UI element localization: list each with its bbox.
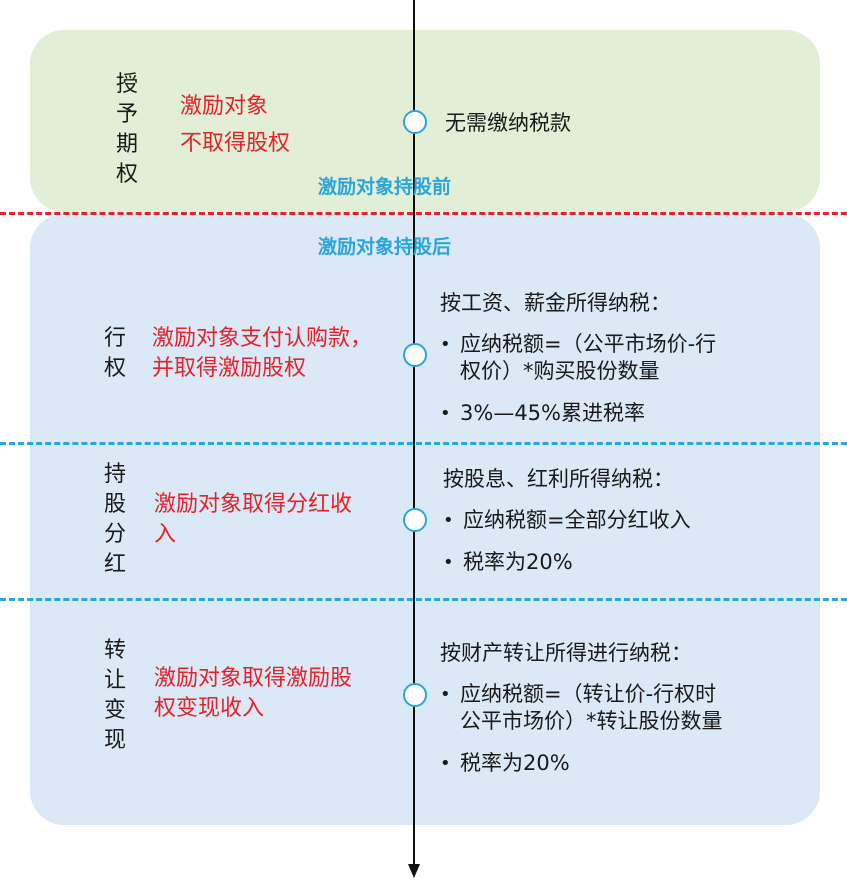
tax-bullet: 税率为20%	[440, 750, 723, 777]
tax-grant: 无需缴纳税款	[445, 111, 571, 135]
tax-bullet: 应纳税额=（公平市场价-行 权价）*购买股份数量	[440, 331, 716, 385]
subject-grant: 激励对象 不取得股权	[180, 94, 291, 156]
stage-divider-1	[0, 442, 847, 445]
timeline-node-transfer	[403, 683, 427, 707]
tax-bullet: 税率为20%	[443, 549, 691, 576]
before-holding-label: 激励对象持股前	[318, 176, 452, 198]
subject-dividend: 激励对象取得分红收 入	[154, 492, 353, 547]
tax-bullet: 应纳税额=全部分红收入	[443, 507, 691, 534]
tax-transfer: 按财产转让所得进行纳税： 应纳税额=（转让价-行权时 公平市场价）*转让股份数量…	[440, 640, 723, 792]
timeline-node-dividend	[403, 508, 427, 532]
phase-label-grant: 授 予 期 权	[115, 72, 138, 187]
after-holding-label: 激励对象持股后	[318, 236, 452, 258]
phase-label-transfer: 转 让 变 现	[103, 638, 126, 753]
subject-exercise: 激励对象支付认购款， 并取得激励股权	[152, 326, 373, 381]
tax-dividend: 按股息、红利所得纳税： 应纳税额=全部分红收入 税率为20%	[443, 466, 691, 591]
phase-label-exercise: 行 权	[103, 326, 126, 381]
tax-exercise: 按工资、薪金所得纳税： 应纳税额=（公平市场价-行 权价）*购买股份数量 3%—…	[440, 290, 716, 442]
holding-boundary-divider	[0, 212, 847, 215]
timeline-axis	[413, 0, 415, 866]
stage-divider-2	[0, 598, 847, 601]
timeline-node-grant	[403, 110, 427, 134]
tax-bullet: 应纳税额=（转让价-行权时 公平市场价）*转让股份数量	[440, 681, 723, 735]
phase-label-dividend: 持 股 分 红	[103, 462, 126, 577]
subject-transfer: 激励对象取得激励股 权变现收入	[154, 666, 353, 721]
timeline-arrow-icon	[408, 864, 420, 878]
tax-bullet: 3%—45%累进税率	[440, 400, 716, 427]
timeline-node-exercise	[403, 343, 427, 367]
